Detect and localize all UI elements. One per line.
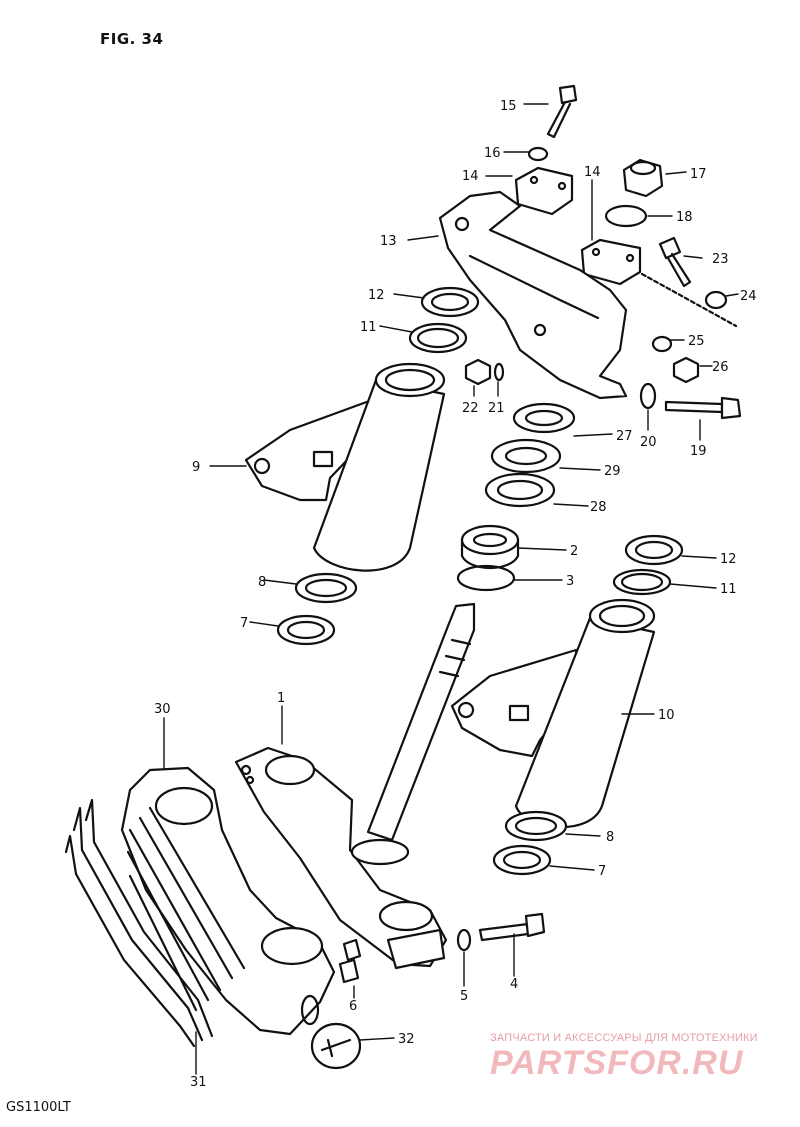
part-4-bolt [478, 912, 546, 942]
callout-6: 6 [349, 999, 357, 1014]
callout-32: 32 [398, 1032, 415, 1047]
callout-2: 2 [570, 544, 578, 559]
callout-23: 23 [712, 252, 729, 267]
callout-30: 30 [154, 702, 171, 717]
callout-11-right: 11 [720, 582, 737, 597]
callout-15: 15 [500, 99, 517, 114]
callout-16: 16 [484, 146, 501, 161]
callout-4: 4 [510, 977, 518, 992]
callout-labels: 15 16 14 14 17 18 13 23 24 12 11 25 26 2… [154, 99, 757, 1090]
callout-31: 31 [190, 1075, 207, 1090]
callout-12-right: 12 [720, 552, 737, 567]
part-32-emblem [310, 1022, 362, 1070]
figure-title: FIG. 34 [100, 30, 164, 48]
part-12-seal-right [624, 534, 684, 566]
part-3-seal [456, 564, 516, 592]
callout-12-left: 12 [368, 288, 385, 303]
callout-14-right: 14 [584, 165, 601, 180]
callout-17: 17 [690, 167, 707, 182]
callout-9: 9 [192, 460, 200, 475]
callout-25: 25 [688, 334, 705, 349]
callout-26: 26 [712, 360, 729, 375]
part-27-bearing-top [512, 402, 576, 434]
part-28-race [484, 472, 556, 508]
part-11-ring-left [408, 322, 468, 354]
part-31-trim-strips [64, 798, 214, 1048]
part-7-ring-right [492, 844, 552, 876]
part-26-cap-nut [672, 356, 700, 384]
callout-20: 20 [640, 435, 657, 450]
watermark-brand: PARTSFOR.RU [490, 1044, 744, 1082]
callout-1: 1 [277, 691, 285, 706]
part-16-nut [527, 146, 549, 162]
callout-19: 19 [690, 444, 707, 459]
model-label: GS1100LT [6, 1100, 71, 1115]
part-20-washer [639, 382, 657, 410]
part-30-lower-cover [120, 766, 336, 1036]
watermark-tagline: ЗАПЧАСТИ И АКСЕССУАРЫ ДЛЯ МОТОТЕХНИКИ [490, 1032, 758, 1044]
callout-14-left: 14 [462, 169, 479, 184]
callout-5: 5 [460, 989, 468, 1004]
part-9-fork-cover-left [244, 362, 446, 572]
part-7-ring-left [276, 614, 336, 646]
part-13-upper-bracket [438, 190, 628, 400]
part-6-bolt [338, 938, 362, 984]
callout-13: 13 [380, 234, 397, 249]
callout-7-left: 7 [240, 616, 248, 631]
part-22-cap-nut [464, 358, 492, 386]
part-14-holder-a [514, 166, 574, 216]
callout-22: 22 [462, 401, 479, 416]
part-19-bolt [664, 396, 742, 420]
part-8-seal-left [294, 572, 358, 604]
callout-8-right: 8 [606, 830, 614, 845]
callout-7-right: 7 [598, 864, 606, 879]
part-5-washer [456, 928, 472, 952]
callout-18: 18 [676, 210, 693, 225]
part-17-cap-nut [622, 158, 664, 198]
part-23-bolt [658, 236, 692, 288]
part-18-washer [604, 204, 648, 228]
callout-10: 10 [658, 708, 675, 723]
part-21-washer [493, 362, 505, 382]
callout-21: 21 [488, 401, 505, 416]
part-11-ring-right [612, 568, 672, 596]
callout-28: 28 [590, 500, 607, 515]
part-8-seal-right [504, 810, 568, 842]
callout-29: 29 [604, 464, 621, 479]
part-29-bearing [490, 438, 562, 474]
leader-lines [163, 103, 739, 1075]
callout-24: 24 [740, 289, 757, 304]
callout-8-left: 8 [258, 575, 266, 590]
callout-11-left: 11 [360, 320, 377, 335]
part-25-nut [651, 335, 673, 353]
part-15-bolt [546, 84, 578, 139]
part-10-fork-cover-right [450, 598, 656, 829]
part-24-washer [704, 290, 728, 310]
callout-3: 3 [566, 574, 574, 589]
part-1-steering-stem [234, 602, 476, 970]
part-12-seal-left [420, 286, 480, 318]
callout-27: 27 [616, 429, 633, 444]
part-2-bearing [460, 524, 520, 569]
